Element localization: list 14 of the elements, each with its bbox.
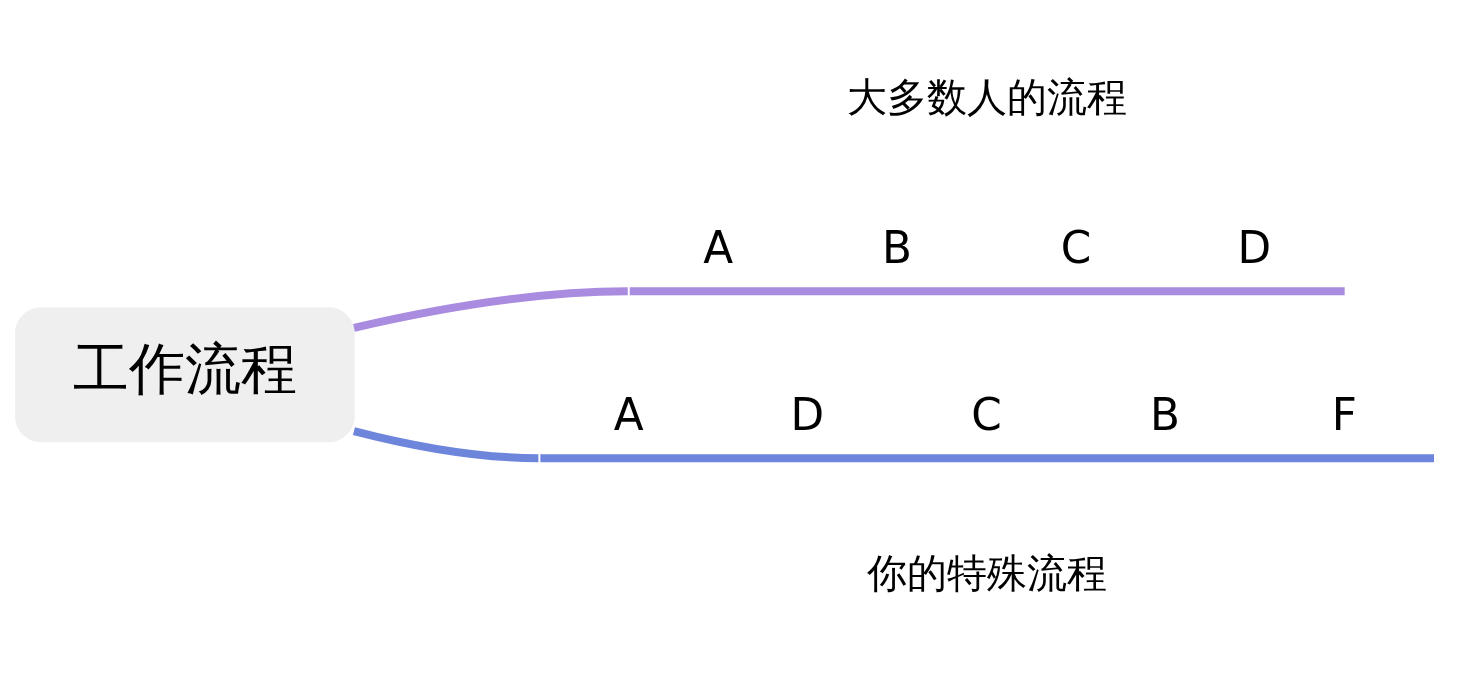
node-box: 工作流程 xyxy=(15,307,355,443)
node-label: A xyxy=(613,388,644,440)
node-label: A xyxy=(703,221,734,273)
node-label: D xyxy=(1237,221,1272,273)
node-label: C xyxy=(1060,221,1092,273)
node-label: C xyxy=(971,388,1002,440)
node-box xyxy=(540,454,1435,463)
label: 大多数人的流程 xyxy=(847,73,1128,120)
node-label: B xyxy=(1150,388,1181,440)
node-label: B xyxy=(881,221,912,273)
node-label: F xyxy=(1331,388,1357,440)
label: 你的特殊流程 xyxy=(867,550,1108,597)
node-box xyxy=(629,287,1345,296)
node-label: D xyxy=(790,388,825,440)
